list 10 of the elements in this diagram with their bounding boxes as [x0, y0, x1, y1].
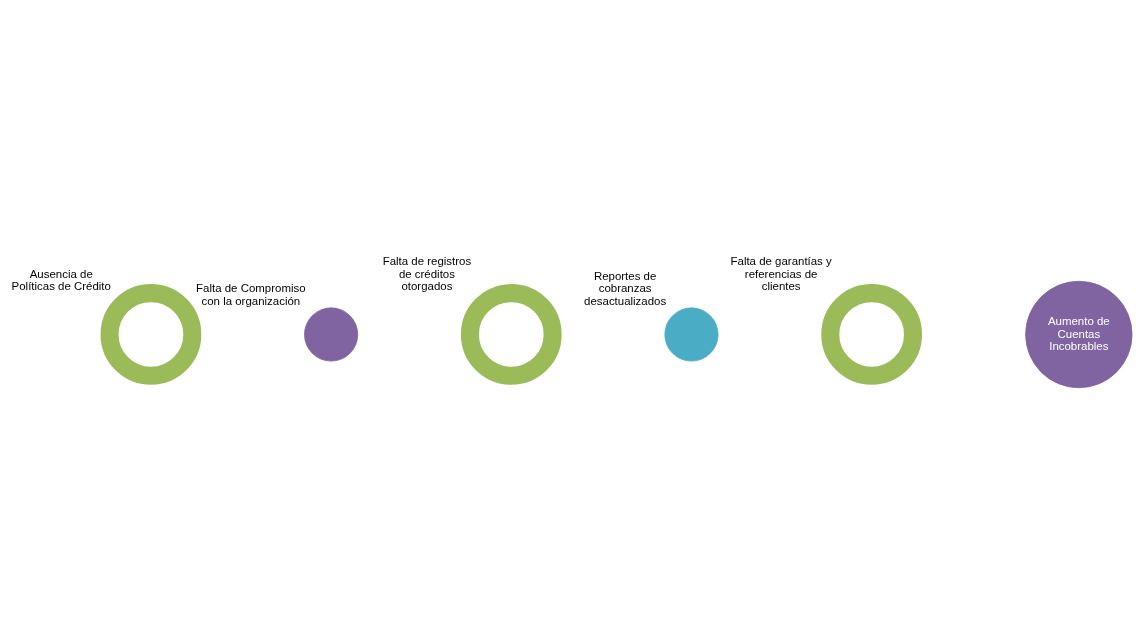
node-circle — [304, 307, 359, 362]
node-label: Ausencia de Políticas de Crédito — [11, 267, 111, 293]
node-label: Falta de Compromiso con la organización — [196, 282, 306, 307]
node-ring — [460, 284, 562, 385]
node-circle: Aumento de Cuentas Incobrables — [1025, 280, 1133, 389]
node-label: Reportes de cobranzas desactualizados — [584, 270, 667, 307]
node-circle — [664, 307, 719, 362]
node-label: Falta de garantías y referencias de clientes — [730, 255, 832, 293]
node-label: Falta de registros de créditos otorgados — [382, 255, 472, 293]
node-ring — [821, 284, 922, 385]
